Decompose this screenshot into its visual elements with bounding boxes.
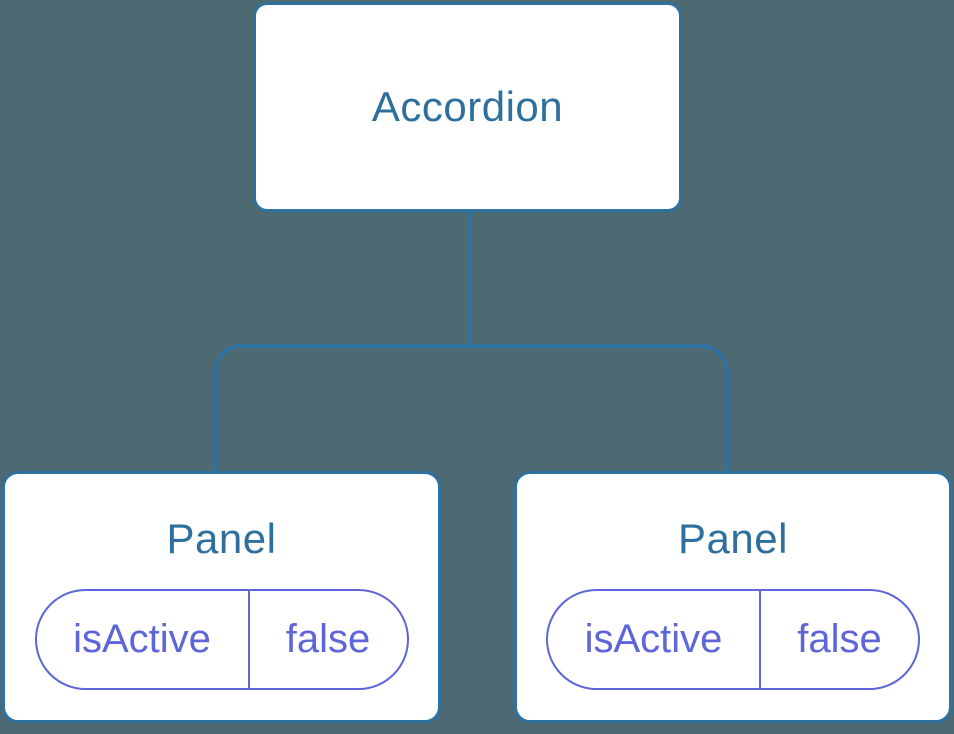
node-label: Accordion: [371, 83, 564, 130]
state-value: false: [797, 617, 882, 661]
tree-node-accordion: Accordion: [253, 2, 682, 212]
tree-node-panel-1: Panel isActive false: [2, 471, 441, 723]
state-pill: isActive false: [34, 589, 409, 690]
node-label: Panel: [678, 515, 788, 562]
node-label: Panel: [166, 515, 277, 562]
state-key: isActive: [548, 591, 761, 688]
tree-node-panel-2: Panel isActive false: [514, 471, 952, 723]
state-value: false: [285, 617, 371, 661]
root-connector-line: [468, 208, 472, 348]
state-key: isActive: [37, 591, 250, 688]
branch-connector-line: [213, 344, 729, 474]
state-pill: isActive false: [546, 589, 920, 690]
